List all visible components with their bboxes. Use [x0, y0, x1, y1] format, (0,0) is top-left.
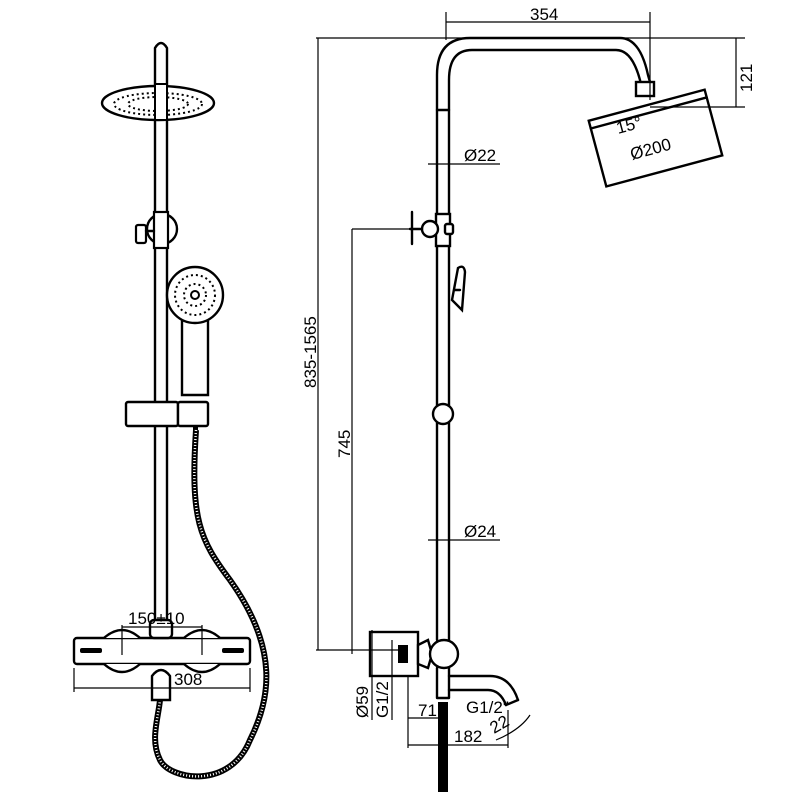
side-hand-shower: [450, 265, 467, 313]
front-diverter: [134, 210, 179, 250]
side-view: 354 121 15° Ø200 Ø22 Ø24 835-1565 745 Ø5…: [301, 5, 756, 792]
side-overhead-shower: [587, 88, 724, 188]
side-dimensions: [316, 12, 745, 748]
side-diverter: [408, 210, 455, 248]
front-riser-pipe: [153, 41, 169, 632]
front-view: 150±10 308: [72, 41, 270, 780]
label-arm-reach: 354: [530, 5, 558, 24]
label-wall-plate-diameter: Ø59: [353, 686, 372, 718]
side-mixer: [368, 630, 520, 792]
label-outlet-height: 745: [335, 430, 354, 458]
label-head-drop: 121: [737, 64, 756, 92]
label-lower-tube-diameter: Ø24: [464, 522, 496, 541]
label-spout-thread: G1/2": [466, 698, 509, 717]
front-slider: [124, 400, 210, 434]
label-upper-tube-diameter: Ø22: [464, 146, 496, 165]
label-spout-projection: 182: [454, 727, 482, 746]
front-overhead-shower: [100, 83, 216, 122]
label-inlet-thread: G1/2: [373, 681, 392, 718]
label-mixer-width: 308: [174, 670, 202, 689]
front-hand-shower: [165, 265, 225, 397]
front-dimensions: [73, 625, 251, 692]
front-mixer-body: [72, 618, 252, 702]
label-total-height: 835-1565: [301, 316, 320, 388]
label-wall-to-pipe: 71: [418, 701, 437, 720]
side-slider: [431, 402, 455, 426]
front-hose: [152, 429, 270, 780]
label-center-distance: 150±10: [128, 609, 185, 628]
